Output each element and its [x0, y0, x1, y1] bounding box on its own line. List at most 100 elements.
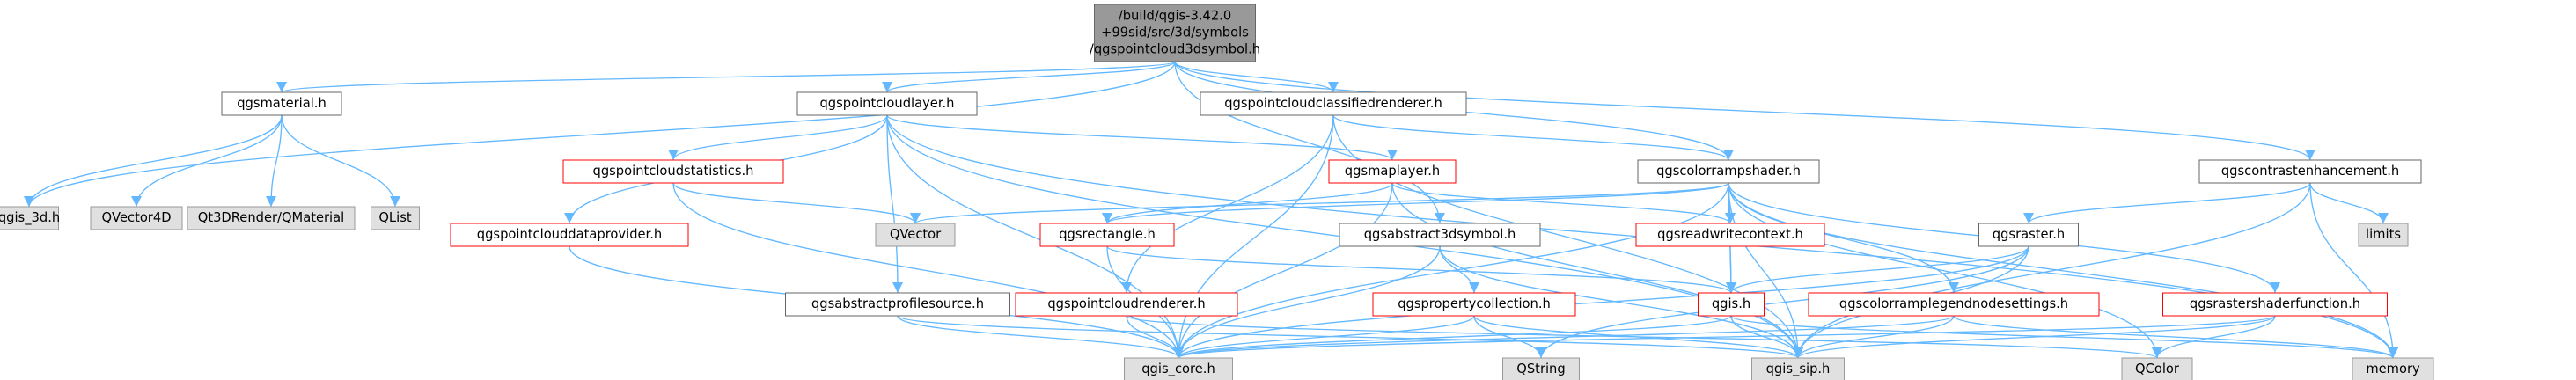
node-label-qvector: QVector: [890, 227, 942, 242]
edge-qgspropertycollection-to-qstring: [1473, 315, 1547, 359]
node-box-qvector: [875, 223, 956, 247]
edge-qgscolorramplegendnodesettings-to-qgis_core: [1173, 315, 1955, 359]
node-qgsabstract3dsymbol[interactable]: qgsabstract3dsymbol.h: [1339, 223, 1541, 247]
node-qgsrastershaderfunction[interactable]: qgsrastershaderfunction.h: [2162, 292, 2388, 317]
node-qgis_sip: qgis_sip.h: [1751, 357, 1845, 380]
node-qgsmaterial[interactable]: qgsmaterial.h: [221, 91, 342, 116]
node-limits: limits: [2358, 223, 2409, 247]
node-box-qlist: [371, 206, 420, 230]
node-label-qgscolorrampshader: qgscolorrampshader.h: [1656, 164, 1801, 179]
node-label-qgscolorramplegendnodesettings: qgscolorramplegendnodesettings.h: [1839, 296, 2068, 311]
node-qgsabstractprofilesource[interactable]: qgsabstractprofilesource.h: [785, 292, 1010, 317]
node-qgspropertycollection[interactable]: qgspropertycollection.h: [1372, 292, 1576, 317]
edge-qgsabstract3dsymbol-to-qgis_sip: [1439, 245, 1803, 359]
edge-qgscolorrampshader-to-qcolor: [1728, 182, 2163, 359]
edge-qgsabstract3dsymbol-to-qgspropertycollection: [1439, 245, 1480, 294]
node-qgscontrastenhancement[interactable]: qgscontrastenhancement.h: [2198, 159, 2422, 184]
edge-qgsmaplayer-to-qgis_sip: [1391, 182, 1804, 359]
node-label-qgsmaterial: qgsmaterial.h: [237, 96, 327, 111]
node-qstring: QString: [1502, 357, 1580, 380]
node-qgis_core: qgis_core.h: [1124, 357, 1233, 380]
node-qvector4d: QVector4D: [90, 206, 183, 230]
node-box-qgspointcloudlayer: [796, 91, 978, 116]
edge-qgspointcloudlayer-to-qgsmaplayer: [886, 114, 1398, 161]
node-box-qgsrastershaderfunction: [2162, 292, 2388, 317]
node-box-qgscolorramplegendnodesettings: [1808, 292, 2100, 317]
node-label-qgis_3d: qgis_3d.h: [0, 210, 60, 225]
edge-qgsraster-to-qgis_core: [1173, 245, 2029, 359]
edge-root-to-qgscontrastenhancement: [1174, 61, 2315, 161]
node-box-qgis_core: [1124, 357, 1233, 380]
edge-qgsabstractprofilesource-to-qgis_core: [897, 315, 1184, 359]
node-qgscolorramplegendnodesettings[interactable]: qgscolorramplegendnodesettings.h: [1808, 292, 2100, 317]
edge-qgsmaterial-to-qlist: [281, 114, 401, 208]
node-box-memory: [2352, 357, 2434, 380]
node-qgsrectangle[interactable]: qgsrectangle.h: [1039, 223, 1175, 247]
node-label-qgspropertycollection: qgspropertycollection.h: [1398, 296, 1551, 311]
node-label-qgsrectangle: qgsrectangle.h: [1059, 227, 1156, 242]
edge-qgscolorrampshader-to-memory: [1728, 182, 2398, 359]
node-label-qgis_sip: qgis_sip.h: [1766, 362, 1831, 376]
edge-qgscontrastenhancement-to-qgis_sip: [1792, 182, 2311, 359]
node-qgspointcloudrenderer[interactable]: qgspointcloudrenderer.h: [1015, 292, 1238, 317]
node-qgspointcloudstatistics[interactable]: qgspointcloudstatistics.h: [562, 159, 784, 184]
node-box-qgspropertycollection: [1372, 292, 1576, 317]
node-qcolor: QColor: [2121, 357, 2193, 380]
edge-root-to-qgsabstract3dsymbol: [1174, 61, 1446, 224]
node-qgscolorrampshader[interactable]: qgscolorrampshader.h: [1637, 159, 1820, 184]
node-box-qgsmaplayer: [1328, 159, 1457, 184]
node-qgspointcloudlayer[interactable]: qgspointcloudlayer.h: [796, 91, 978, 116]
nodes-layer: /build/qgis-3.42.0+99sid/src/3d/symbols/…: [0, 4, 2434, 380]
node-box-root: [1094, 4, 1256, 62]
edge-qgscolorramplegendnodesettings-to-memory: [1953, 315, 2398, 359]
edge-qgscolorrampshader-to-qgsrectangle: [1102, 182, 1729, 224]
edge-qgis-to-memory: [1730, 315, 2398, 359]
edge-qgsmaterial-to-qvector4d: [130, 114, 283, 208]
node-box-qgsabstract3dsymbol: [1339, 223, 1541, 247]
edge-qgscolorramplegendnodesettings-to-qgis_sip: [1793, 315, 1955, 359]
node-label-qgspointcloudstatistics: qgspointcloudstatistics.h: [593, 164, 754, 179]
edge-qgsabstractprofilesource-to-qgis_sip: [897, 315, 1803, 359]
node-qgspointcloudclassifiedrenderer[interactable]: qgspointcloudclassifiedrenderer.h: [1200, 91, 1467, 116]
node-box-qvector4d: [90, 206, 183, 230]
node-label-root: +99sid/src/3d/symbols: [1101, 26, 1249, 40]
node-box-qgsmaterial: [221, 91, 342, 116]
node-qlist: QList: [371, 206, 420, 230]
node-box-qgis_3d: [0, 206, 59, 230]
node-box-qgsrectangle: [1039, 223, 1175, 247]
node-qgsmaplayer[interactable]: qgsmaplayer.h: [1328, 159, 1457, 184]
edge-qgscontrastenhancement-to-limits: [2309, 182, 2389, 224]
node-box-qgsraster: [1978, 223, 2079, 247]
edge-root-to-qgis_3d: [24, 61, 1176, 208]
node-qgspointclouddataprovider[interactable]: qgspointclouddataprovider.h: [450, 223, 689, 247]
node-label-root: /build/qgis-3.42.0: [1119, 9, 1231, 24]
node-box-qgis_sip: [1751, 357, 1845, 380]
node-qgsreadwritecontext[interactable]: qgsreadwritecontext.h: [1635, 223, 1825, 247]
edge-qgsabstract3dsymbol-to-qgis_core: [1172, 245, 1441, 359]
node-root[interactable]: /build/qgis-3.42.0+99sid/src/3d/symbols/…: [1090, 4, 1260, 62]
edge-qgsrectangle-to-qgis: [1106, 245, 1736, 294]
node-label-qgspointcloudrenderer: qgspointcloudrenderer.h: [1047, 296, 1205, 311]
node-label-qlist: QList: [378, 210, 411, 225]
edge-qgspropertycollection-to-qgis_sip: [1473, 315, 1803, 359]
node-box-qgsreadwritecontext: [1635, 223, 1825, 247]
node-box-qgsabstractprofilesource: [785, 292, 1010, 317]
edge-qgsrastershaderfunction-to-qgis_core: [1173, 315, 2276, 359]
node-label-qgspointclouddataprovider: qgspointclouddataprovider.h: [477, 227, 662, 242]
node-qgis[interactable]: qgis.h: [1698, 292, 1765, 317]
edge-qgsrastershaderfunction-to-qgis_sip: [1793, 315, 2276, 359]
node-qvector: QVector: [875, 223, 956, 247]
node-label-qcolor: QColor: [2135, 362, 2180, 376]
node-qgsraster[interactable]: qgsraster.h: [1978, 223, 2079, 247]
edge-qgspropertycollection-to-qgis_core: [1173, 315, 1475, 359]
node-label-qgsmaplayer: qgsmaplayer.h: [1345, 164, 1440, 179]
node-box-qgis: [1698, 292, 1765, 317]
node-box-qgspointcloudstatistics: [562, 159, 784, 184]
node-label-qgsraster: qgsraster.h: [1993, 227, 2065, 242]
edge-qgis-to-qgis_core: [1173, 315, 1732, 359]
node-label-limits: limits: [2366, 227, 2401, 242]
node-box-qgscolorrampshader: [1637, 159, 1820, 184]
node-label-qgsrastershaderfunction: qgsrastershaderfunction.h: [2190, 296, 2360, 311]
node-box-qcolor: [2121, 357, 2193, 380]
